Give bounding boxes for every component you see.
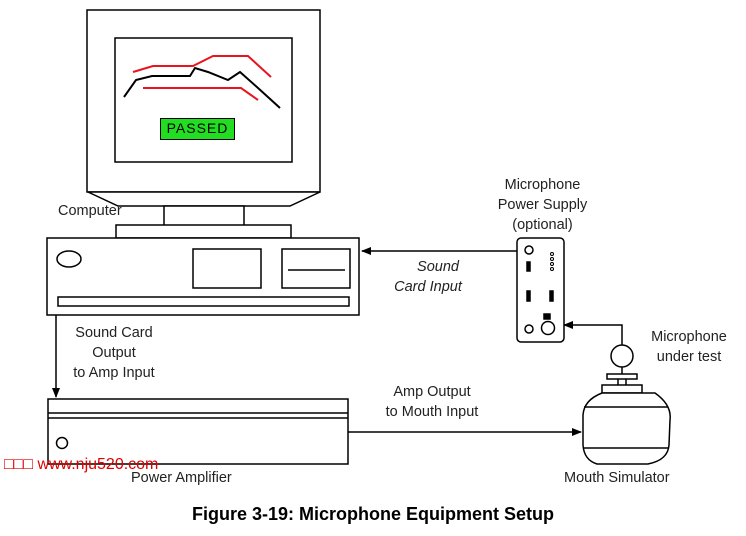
watermark: □□□ www.nju520.com <box>4 456 159 473</box>
mic-power-supply-label: Microphone Power Supply (optional) <box>497 177 588 233</box>
connections <box>52 247 623 436</box>
passed-indicator: PASSED <box>160 118 235 140</box>
sound-card-output-label: Sound Card Output to Amp Input <box>73 325 155 381</box>
arrow-mic-to-supply <box>563 321 623 345</box>
graph-lower-limit-line <box>143 87 259 101</box>
graph-measured-line <box>123 66 281 109</box>
computer-base-unit <box>46 237 360 316</box>
power-amplifier-label: Power Amplifier <box>131 470 232 486</box>
drive-bay-right <box>281 248 351 289</box>
microphone <box>610 344 634 374</box>
figure-caption: Figure 3-19: Microphone Equipment Setup <box>191 504 555 524</box>
microphone-power-supply <box>516 237 565 343</box>
mouth-simulator-label: Mouth Simulator <box>564 470 670 486</box>
screen-graph <box>123 55 281 109</box>
sound-card-input-label: Sound Card Input <box>394 259 462 295</box>
amp-output-label: Amp Output to Mouth Input <box>385 384 479 420</box>
computer-label: Computer <box>58 203 122 219</box>
graph-upper-limit-line <box>132 55 272 78</box>
drive-bay-left <box>192 248 262 289</box>
monitor <box>86 9 321 239</box>
power-button <box>56 250 82 268</box>
power-amplifier <box>47 398 349 465</box>
mouth-simulator <box>582 373 671 465</box>
front-slot <box>57 296 350 307</box>
microphone-under-test-label: Microphone under test <box>651 329 727 365</box>
